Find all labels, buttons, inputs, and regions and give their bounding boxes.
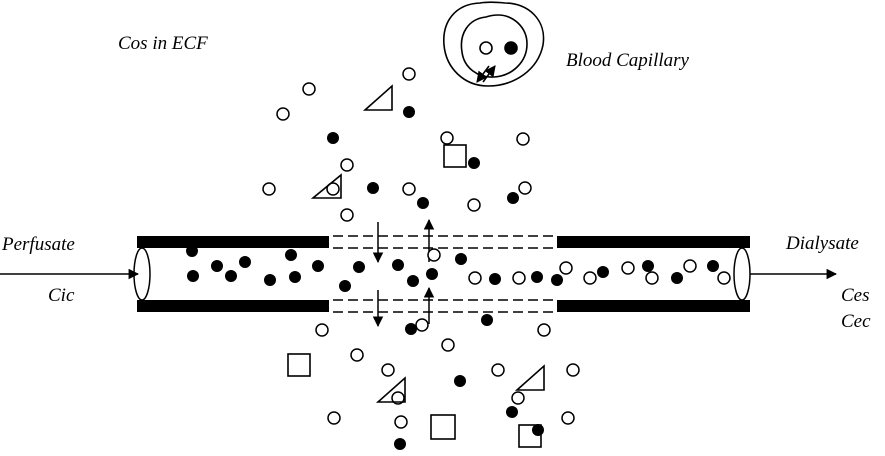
perfusate-label: Perfusate [1,234,75,255]
ecf-concentration-label: Cos in ECF [118,33,208,54]
blood-capillary-label: Blood Capillary [566,50,690,71]
filled-circle-molecules [186,106,719,450]
dialysate-label: Dialysate [785,233,859,254]
probe-tube [133,235,751,313]
triangle-molecules [310,84,545,403]
ces-label: Ces [841,285,870,306]
open-circle-molecules [262,67,731,429]
cic-label: Cic [48,285,75,306]
blood-capillary [443,1,545,87]
cec-label: Cec [841,311,871,332]
square-molecules [287,144,542,448]
